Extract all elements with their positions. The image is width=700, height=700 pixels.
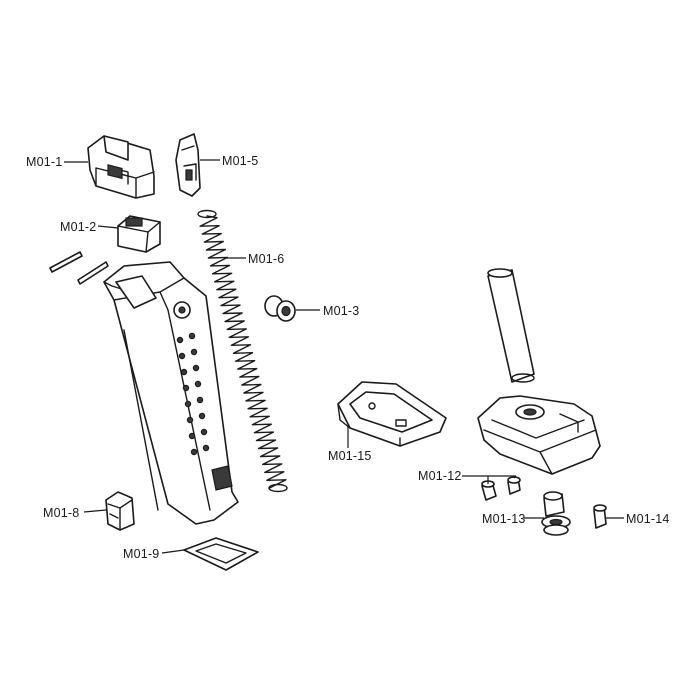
part-m01-13 [541, 491, 571, 536]
label-m01-14: M01-14 [626, 512, 670, 526]
part-m01-1 [87, 135, 155, 199]
magazine-body [103, 261, 239, 525]
label-m01-15: M01-15 [328, 449, 372, 463]
part-m01-6 [197, 209, 288, 493]
gas-tube [487, 268, 535, 383]
label-m01-8: M01-8 [43, 506, 79, 520]
magazine-round-count-holes [176, 332, 210, 456]
label-m01-1: M01-1 [26, 155, 62, 169]
part-m01-9 [183, 537, 259, 571]
label-m01-5: M01-5 [222, 154, 258, 168]
label-m01-2: M01-2 [60, 220, 96, 234]
label-m01-13: M01-13 [482, 512, 526, 526]
base-unit [477, 395, 601, 475]
label-m01-9: M01-9 [123, 547, 159, 561]
label-m01-3: M01-3 [323, 304, 359, 318]
part-m01-8 [105, 491, 135, 531]
part-m01-2 [117, 215, 161, 253]
part-m01-3 [264, 295, 296, 322]
part-m01-5 [175, 133, 201, 197]
label-m01-6: M01-6 [248, 252, 284, 266]
callout-labels: M01-1 M01-5 M01-2 M01-6 M01-3 M01-8 M01-… [26, 154, 670, 561]
leader-lines [64, 159, 624, 554]
pins [49, 251, 109, 285]
label-m01-12: M01-12 [418, 469, 462, 483]
part-m01-12 [481, 476, 521, 501]
part-m01-14 [593, 504, 607, 529]
part-m01-15 [337, 381, 447, 447]
